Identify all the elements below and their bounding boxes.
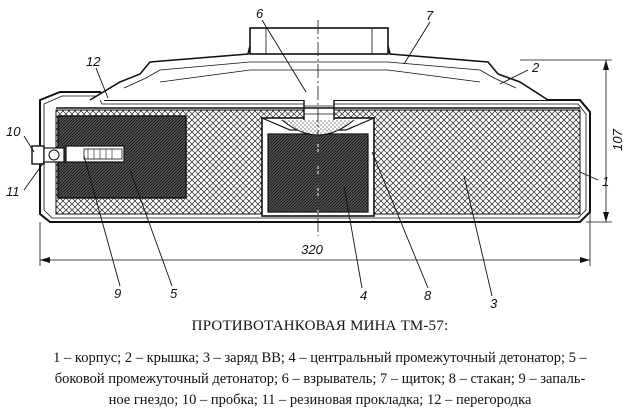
width-dimension-label: 320: [301, 242, 323, 257]
legend-line: ное гнездо; 10 – пробка; 11 – резиновая …: [108, 392, 532, 408]
callout-3: 3: [490, 296, 498, 311]
callout-8: 8: [424, 288, 432, 303]
legend-line: 1 – корпус; 2 – крышка; 3 – заряд ВВ; 4 …: [53, 350, 587, 366]
width-dimension: 320: [39, 212, 591, 266]
callout-11: 11: [6, 184, 20, 199]
figure-legend: 1 – корпус; 2 – крышка; 3 – заряд ВВ; 4 …: [10, 348, 630, 411]
callout-12: 12: [86, 54, 101, 69]
callout-7: 7: [426, 8, 434, 23]
leader-lines: [23, 19, 599, 297]
callouts: 1 2 3 4 5 6 7 8 9 10 11 12: [6, 6, 609, 311]
callout-1: 1: [602, 174, 609, 189]
callout-6: 6: [256, 6, 264, 21]
callout-4: 4: [360, 288, 367, 303]
mine-cross-section-diagram: 107 320: [6, 6, 625, 311]
figure-title: ПРОТИВОТАНКОВАЯ МИНА ТМ-57:: [191, 318, 449, 334]
plug: [31, 145, 65, 165]
cover: [89, 45, 549, 101]
callout-9: 9: [114, 286, 121, 301]
legend-line: боковой промежуточный детонатор; 6 – взр…: [54, 371, 586, 387]
height-dimension-label: 107: [610, 128, 625, 150]
callout-2: 2: [531, 60, 540, 75]
callout-5: 5: [170, 286, 178, 301]
height-dimension: 107: [520, 59, 625, 223]
callout-10: 10: [6, 124, 21, 139]
shield: [249, 20, 389, 236]
